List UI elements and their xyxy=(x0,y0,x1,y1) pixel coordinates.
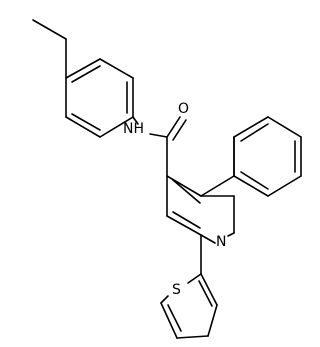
bond xyxy=(160,302,178,339)
bond xyxy=(200,234,216,244)
ethyl-group xyxy=(32,19,67,79)
atom-label-o: O xyxy=(178,101,189,117)
bond xyxy=(65,58,101,79)
bond xyxy=(233,116,269,138)
bond xyxy=(233,175,269,197)
bond xyxy=(172,211,201,229)
bond xyxy=(71,65,101,83)
bond xyxy=(71,113,101,131)
bond xyxy=(200,273,218,306)
bond xyxy=(166,215,202,236)
bond xyxy=(187,273,202,284)
bond xyxy=(132,116,139,125)
bond xyxy=(32,19,67,40)
bond xyxy=(149,133,168,138)
structure-canvas: NH O N S xyxy=(32,19,302,339)
quinoline-benzo-ring xyxy=(233,116,302,197)
bond xyxy=(166,175,202,197)
bond xyxy=(160,295,169,304)
bond xyxy=(99,58,134,79)
bond xyxy=(267,116,302,138)
bond xyxy=(99,116,134,138)
bond xyxy=(227,232,235,237)
bond xyxy=(166,116,181,138)
thiophene-ring xyxy=(160,273,218,339)
bond xyxy=(176,335,209,339)
molecule-drawing: NH O N S xyxy=(32,19,302,339)
amide-group xyxy=(132,116,187,177)
atom-label-nh: NH xyxy=(123,121,144,137)
bond xyxy=(167,304,182,332)
phenyl-ring xyxy=(65,58,134,138)
bond xyxy=(198,280,213,307)
bond xyxy=(65,116,101,138)
bond xyxy=(172,119,187,141)
atom-label-s: S xyxy=(172,282,181,298)
quinoline-pyridine-ring xyxy=(166,136,235,244)
bond xyxy=(207,304,218,337)
atom-label-n: N xyxy=(216,234,226,250)
bond xyxy=(240,123,269,142)
bond xyxy=(200,175,235,197)
bond xyxy=(172,179,201,204)
bond xyxy=(240,171,269,190)
bond xyxy=(267,175,302,197)
